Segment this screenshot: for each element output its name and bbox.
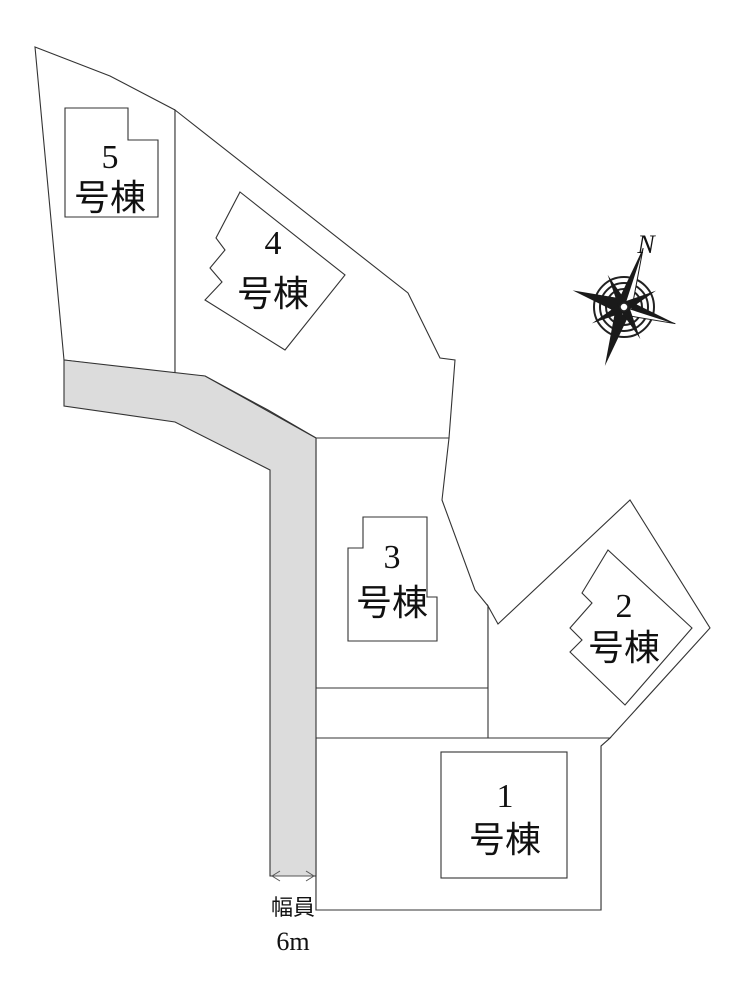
- building-1-label: 号棟: [469, 820, 541, 861]
- compass-rose-icon: [572, 247, 676, 366]
- building-2-number: 2: [616, 588, 633, 625]
- building-1-footprint: [440, 751, 568, 879]
- road: [63, 359, 317, 877]
- building-3-footprint: [347, 516, 438, 642]
- building-5-footprint: [64, 107, 159, 218]
- building-4-footprint: [204, 191, 346, 351]
- compass-north-label: N: [636, 230, 656, 259]
- road-width-label: 幅員: [271, 896, 315, 921]
- building-5-label: 号棟: [74, 178, 146, 219]
- building-4-label: 号棟: [237, 274, 309, 315]
- building-4-number: 4: [265, 225, 282, 262]
- building-2-label: 号棟: [588, 628, 660, 669]
- building-3-label: 号棟: [356, 583, 428, 624]
- building-3-number: 3: [384, 539, 401, 576]
- road-width-value: 6m: [276, 927, 309, 956]
- road-width-dimension: [271, 870, 315, 882]
- building-5-number: 5: [102, 139, 119, 176]
- building-1-number: 1: [497, 778, 514, 815]
- building-2-footprint: [569, 549, 693, 706]
